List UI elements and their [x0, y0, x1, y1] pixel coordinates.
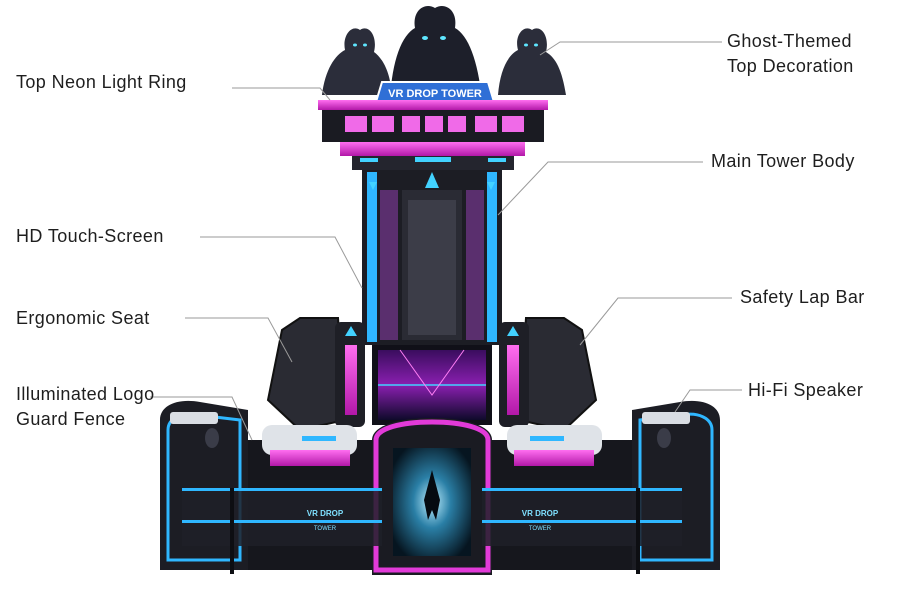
- seating-arms: [266, 317, 598, 432]
- leader-hd-screen: [200, 236, 363, 289]
- callout-hd-touch-screen: HD Touch-Screen: [16, 226, 164, 246]
- svg-text:TOWER: TOWER: [529, 526, 552, 532]
- callout-main-tower-body: Main Tower Body: [711, 151, 855, 171]
- vr-drop-tower-sign: VR DROP TOWER: [374, 81, 496, 103]
- hd-touch-screen: [372, 345, 492, 425]
- callout-safety-lap-bar: Safety Lap Bar: [740, 287, 865, 307]
- guard-fence: VR DROP TOWER VR DROP TOWER: [182, 488, 682, 574]
- top-neon-ring: [318, 100, 548, 170]
- callout-illuminated-logo-guard-fence: Illuminated Logo Guard Fence: [16, 384, 155, 429]
- ghost-decoration: [322, 6, 566, 100]
- leader-ergonomic-seat: [185, 317, 293, 363]
- leader-hifi-speaker: [674, 389, 742, 413]
- callout-ghost-themed-top-decoration: Ghost-Themed Top Decoration: [727, 31, 854, 76]
- callout-ergonomic-seat: Ergonomic Seat: [16, 308, 150, 328]
- callout-hifi-speaker: Hi-Fi Speaker: [748, 380, 864, 400]
- central-poster-panel: [372, 418, 492, 575]
- svg-text:VR DROP TOWER: VR DROP TOWER: [388, 88, 482, 100]
- main-tower-body: [362, 170, 502, 345]
- callout-top-neon-light-ring: Top Neon Light Ring: [16, 72, 187, 92]
- leader-guard-fence: [150, 396, 253, 441]
- svg-text:VR DROP: VR DROP: [522, 509, 559, 518]
- leader-main-tower: [497, 161, 703, 216]
- svg-text:VR DROP: VR DROP: [307, 509, 344, 518]
- leader-ghost-decoration: [539, 41, 722, 56]
- leader-safety-lap-bar: [579, 297, 732, 346]
- svg-text:TOWER: TOWER: [314, 526, 337, 532]
- leader-top-neon-ring: [232, 87, 331, 101]
- leader-lines: [150, 41, 742, 441]
